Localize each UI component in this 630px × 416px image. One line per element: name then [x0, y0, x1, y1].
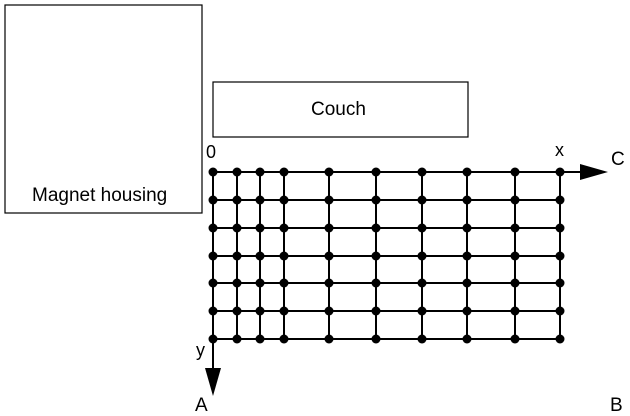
grid-node: [232, 334, 242, 344]
grid-node: [555, 278, 565, 288]
grid-node: [417, 278, 427, 288]
grid-node: [255, 306, 265, 316]
couch-box: [212, 81, 469, 138]
grid-node: [255, 251, 265, 261]
grid-node: [324, 278, 334, 288]
grid-node: [555, 251, 565, 261]
grid-node: [510, 167, 520, 177]
grid-node: [417, 195, 427, 205]
grid-node: [462, 251, 472, 261]
grid-node: [371, 278, 381, 288]
grid-node: [510, 251, 520, 261]
grid-node: [371, 334, 381, 344]
grid-node: [555, 334, 565, 344]
grid-node: [462, 223, 472, 233]
grid-node: [462, 334, 472, 344]
grid-node: [417, 334, 427, 344]
grid-node: [232, 195, 242, 205]
grid-node: [324, 251, 334, 261]
grid-node: [555, 306, 565, 316]
grid-node: [371, 251, 381, 261]
grid-node: [510, 223, 520, 233]
grid-node: [510, 278, 520, 288]
grid-lines: [212, 171, 561, 340]
couch-label: Couch: [311, 99, 366, 120]
grid-node: [462, 278, 472, 288]
grid-node: [371, 167, 381, 177]
direction-b-label: B: [610, 395, 623, 416]
grid-node: [279, 334, 289, 344]
grid-node: [279, 167, 289, 177]
grid-node: [324, 334, 334, 344]
x-axis-label: x: [555, 140, 564, 160]
grid-node: [255, 167, 265, 177]
grid-node: [510, 334, 520, 344]
grid-node: [324, 223, 334, 233]
grid-node: [324, 195, 334, 205]
grid-node: [232, 251, 242, 261]
grid-node: [232, 306, 242, 316]
grid-node: [462, 306, 472, 316]
grid-node: [324, 167, 334, 177]
direction-a-label: A: [195, 395, 208, 416]
grid-node: [232, 278, 242, 288]
grid-node: [279, 251, 289, 261]
grid-node: [371, 306, 381, 316]
magnet-housing-label: Magnet housing: [32, 185, 168, 206]
grid-node: [279, 195, 289, 205]
direction-c-label: C: [611, 149, 625, 170]
grid-node: [417, 306, 427, 316]
grid-node: [255, 223, 265, 233]
grid-node: [232, 167, 242, 177]
grid-node: [417, 251, 427, 261]
grid-node: [324, 306, 334, 316]
grid-node: [462, 167, 472, 177]
grid-node: [555, 195, 565, 205]
grid-node: [279, 278, 289, 288]
grid-node: [255, 195, 265, 205]
grid-node: [279, 306, 289, 316]
grid-node: [371, 223, 381, 233]
y-axis-label: y: [196, 340, 205, 360]
grid-node: [555, 223, 565, 233]
grid-dots: [208, 167, 565, 344]
grid-node: [417, 223, 427, 233]
grid-node: [232, 223, 242, 233]
grid-node: [510, 195, 520, 205]
x-axis-arrowhead: [580, 164, 608, 180]
grid-node: [510, 306, 520, 316]
grid-node: [462, 195, 472, 205]
y-axis-arrowhead: [205, 368, 221, 396]
grid-node: [255, 278, 265, 288]
grid-node: [371, 195, 381, 205]
magnet-housing-box: [4, 4, 203, 214]
grid-node: [255, 334, 265, 344]
grid-node: [417, 167, 427, 177]
grid-node: [279, 223, 289, 233]
origin-label: 0: [206, 142, 217, 162]
